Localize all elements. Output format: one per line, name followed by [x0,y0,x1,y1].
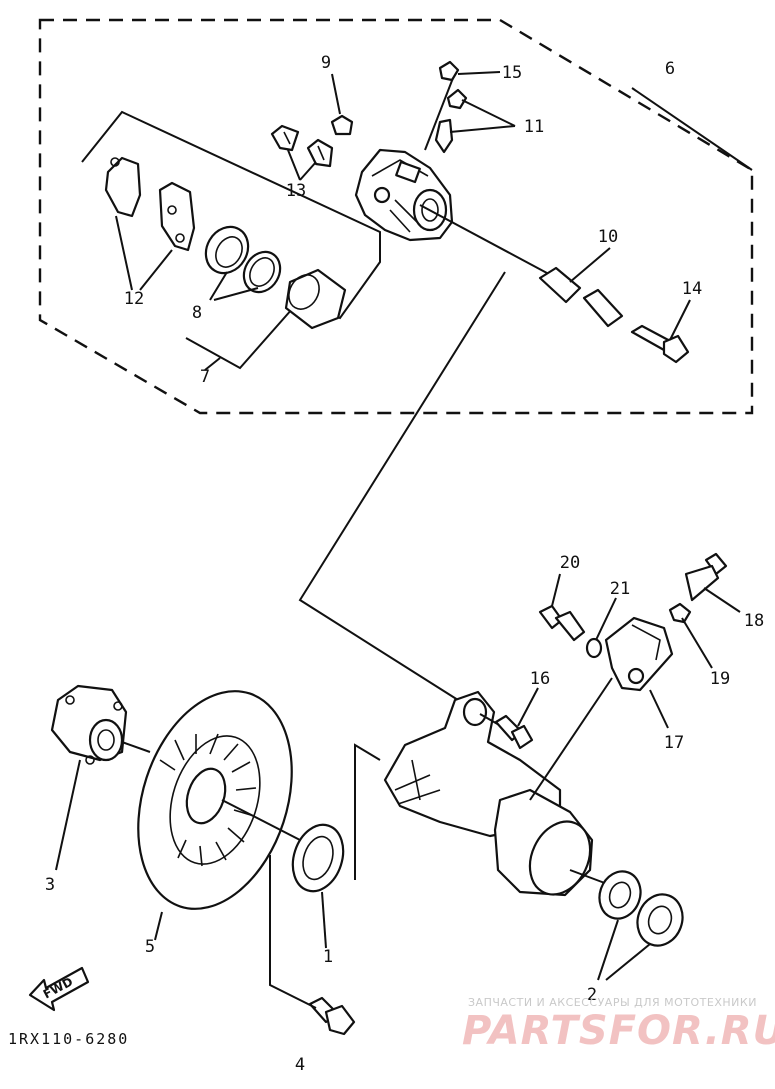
callout-17: 17 [664,733,684,753]
nut-19 [668,602,692,624]
callout-21: 21 [610,579,630,599]
piston-seal-large [204,225,250,275]
caliper-axis-line [419,204,561,281]
bleed-screw-cap-15 [438,60,460,82]
caliper-assembly-boundary [38,18,754,415]
brake-pad-outer [104,156,142,218]
brake-bracket-housing [383,690,594,897]
oil-seal [291,823,345,893]
caliper-bleed-cap [330,114,354,136]
brake-caliper [354,148,454,242]
callout-9: 9 [321,53,331,73]
forward-arrow-icon: FWD [28,966,90,1012]
callout-7: 7 [200,367,210,387]
axle-bearing-a [598,870,642,920]
caliper-piston [284,268,347,330]
disc-bolt-4 [308,996,356,1036]
callout-16: 16 [530,669,550,689]
callout-4: 4 [295,1055,305,1075]
leader-lines [55,71,753,1009]
caliper-bolt-14 [630,324,690,364]
callout-8: 8 [192,303,202,323]
callout-3: 3 [45,875,55,895]
callout-20: 20 [560,553,580,573]
callout-2: 2 [587,985,597,1005]
wheel-hub [50,684,128,765]
callout-19: 19 [710,669,730,689]
callout-6: 6 [665,59,675,79]
pad-spring-clips [270,124,334,168]
washer-21 [585,637,603,659]
watermark-brand: PARTSFOR.RU [462,1008,775,1054]
brake-pad-inner [158,181,196,252]
diagram-code: 1RX110-6280 [8,1030,129,1048]
axle-bearing-b [636,893,684,947]
callout-11: 11 [524,117,544,137]
torque-stopper-17 [604,616,674,692]
bolt-18 [684,552,728,602]
caliper-to-bracket-line [298,271,506,701]
callout-1: 1 [323,947,333,967]
piston-group-outline [185,299,301,370]
callout-18: 18 [744,611,764,631]
axle-bracket-line [354,743,381,880]
piston-seal-small [242,250,282,294]
caliper-slide-pin [538,266,624,328]
callout-5: 5 [145,937,155,957]
callout-14: 14 [682,279,702,299]
watermark-tagline: ЗАПЧАСТИ И АКСЕССУАРЫ ДЛЯ МОТОТЕХНИКИ [468,996,757,1009]
callout-15: 15 [502,63,522,83]
bleed-valve-11 [434,88,468,154]
bolt-20 [538,604,586,642]
callout-13: 13 [286,181,306,201]
brake-disc [137,690,293,910]
callout-12: 12 [124,289,144,309]
callout-10: 10 [598,227,618,247]
bracket-bolt-16 [494,714,534,750]
